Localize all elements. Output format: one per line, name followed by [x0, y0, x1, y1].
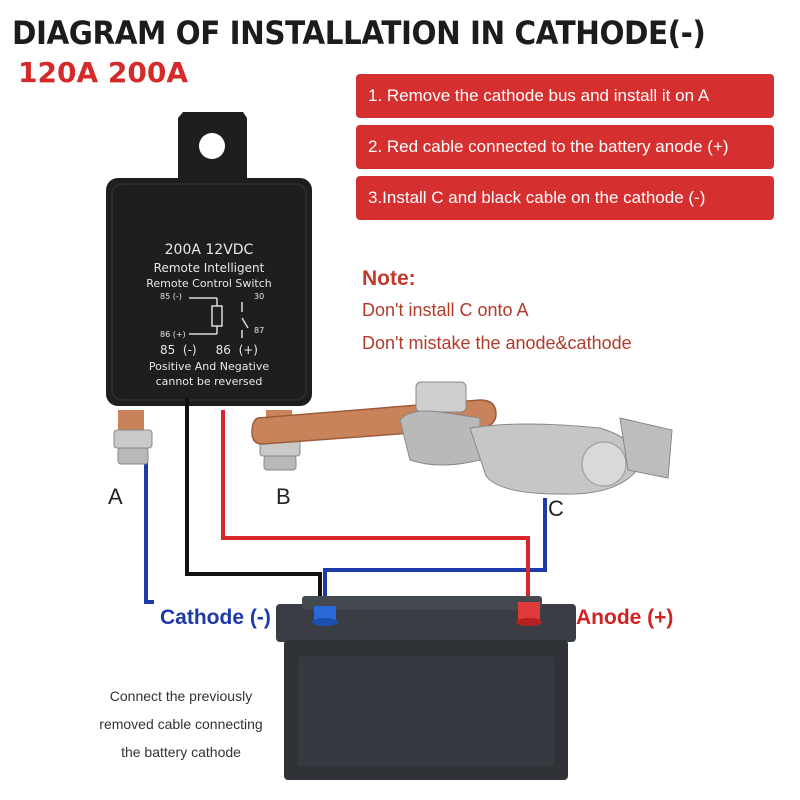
relay-label-line3: Remote Control Switch: [146, 277, 272, 290]
page-title: DIAGRAM OF INSTALLATION IN CATHODE(-): [12, 14, 706, 52]
relay-warning-line1: Positive And Negative: [148, 360, 270, 373]
step-1: 1. Remove the cathode bus and install it…: [356, 74, 774, 118]
relay-pin-30: 30: [254, 292, 265, 301]
black-wire: [185, 398, 322, 608]
terminal-a-label: A: [108, 484, 123, 509]
relay-body: [106, 178, 312, 406]
caption: Connect the previously removed cable con…: [99, 688, 263, 760]
relay-label-line2: Remote Intelligent: [153, 261, 265, 275]
red-wire: [221, 410, 530, 604]
note-title: Note:: [362, 267, 416, 290]
battery-clamp: [399, 381, 673, 495]
relay-rating: 200A 12VDC: [164, 242, 254, 258]
terminal-b-label: B: [276, 484, 291, 509]
cathode-label: Cathode (-): [160, 606, 271, 629]
note-line-1: Don't install C onto A: [362, 300, 529, 320]
note-line-2: Don't mistake the anode&cathode: [362, 333, 632, 353]
step-3: 3.Install C and black cable on the catho…: [356, 176, 774, 220]
terminal-a-post: [113, 410, 153, 465]
relay-pin-86: 86 (+): [160, 330, 186, 339]
terminal-c-label: C: [548, 496, 564, 521]
page-subtitle: 120A 200A: [18, 56, 188, 89]
relay-pin-87: 87: [254, 326, 265, 335]
battery-cathode-post: [312, 606, 338, 626]
anode-label: Anode (+): [576, 606, 674, 629]
blue-wire-c: [323, 498, 547, 608]
relay-pin-85: 85 (-): [160, 292, 182, 301]
blue-wire: [144, 460, 154, 604]
relay-warning-line2: cannot be reversed: [155, 375, 263, 388]
battery-anode-post: [516, 602, 542, 626]
step-2: 2. Red cable connected to the battery an…: [356, 125, 774, 169]
relay-schematic-icon: [189, 297, 249, 338]
battery: [276, 596, 576, 780]
relay-polarity: 85 (-) 86 (+): [160, 343, 258, 357]
relay-mount-tab: [178, 112, 247, 182]
